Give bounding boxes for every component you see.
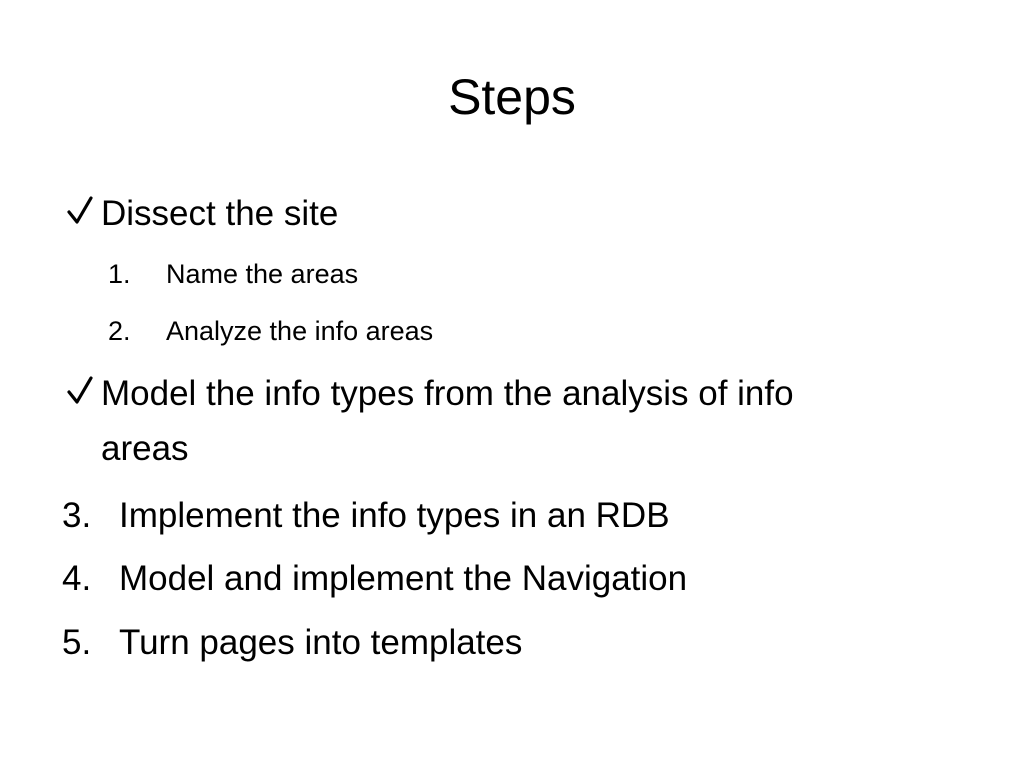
sub-item-text: Name the areas (166, 259, 359, 289)
checked-item-text-line2: areas (101, 429, 189, 468)
numbered-item-marker: 4. (62, 559, 92, 598)
sub-item-1: 1. Name the areas (108, 254, 708, 294)
checked-item-dissect: Dissect the site (66, 186, 966, 241)
check-icon (66, 374, 94, 408)
numbered-item-text: Model and implement the Navigation (119, 559, 688, 598)
sub-item-marker: 1. (108, 259, 131, 289)
sub-item-2: 2. Analyze the info areas (108, 311, 708, 351)
numbered-item-4: 4. Model and implement the Navigation (62, 551, 962, 606)
slide-title: Steps (448, 69, 576, 125)
checked-item-text: Dissect the site (101, 194, 339, 233)
sub-item-text: Analyze the info areas (166, 316, 434, 346)
check-icon (66, 194, 94, 228)
numbered-item-marker: 5. (62, 623, 92, 662)
numbered-item-text: Implement the info types in an RDB (119, 496, 670, 535)
numbered-item-text: Turn pages into templates (119, 623, 523, 662)
checked-item-text-line1: Model the info types from the analysis o… (101, 374, 794, 413)
numbered-item-5: 5. Turn pages into templates (62, 615, 962, 670)
numbered-item-3: 3. Implement the info types in an RDB (62, 488, 962, 543)
checked-item-model-info-types: Model the info types from the analysis o… (66, 366, 986, 476)
numbered-item-marker: 3. (62, 496, 92, 535)
sub-item-marker: 2. (108, 316, 131, 346)
